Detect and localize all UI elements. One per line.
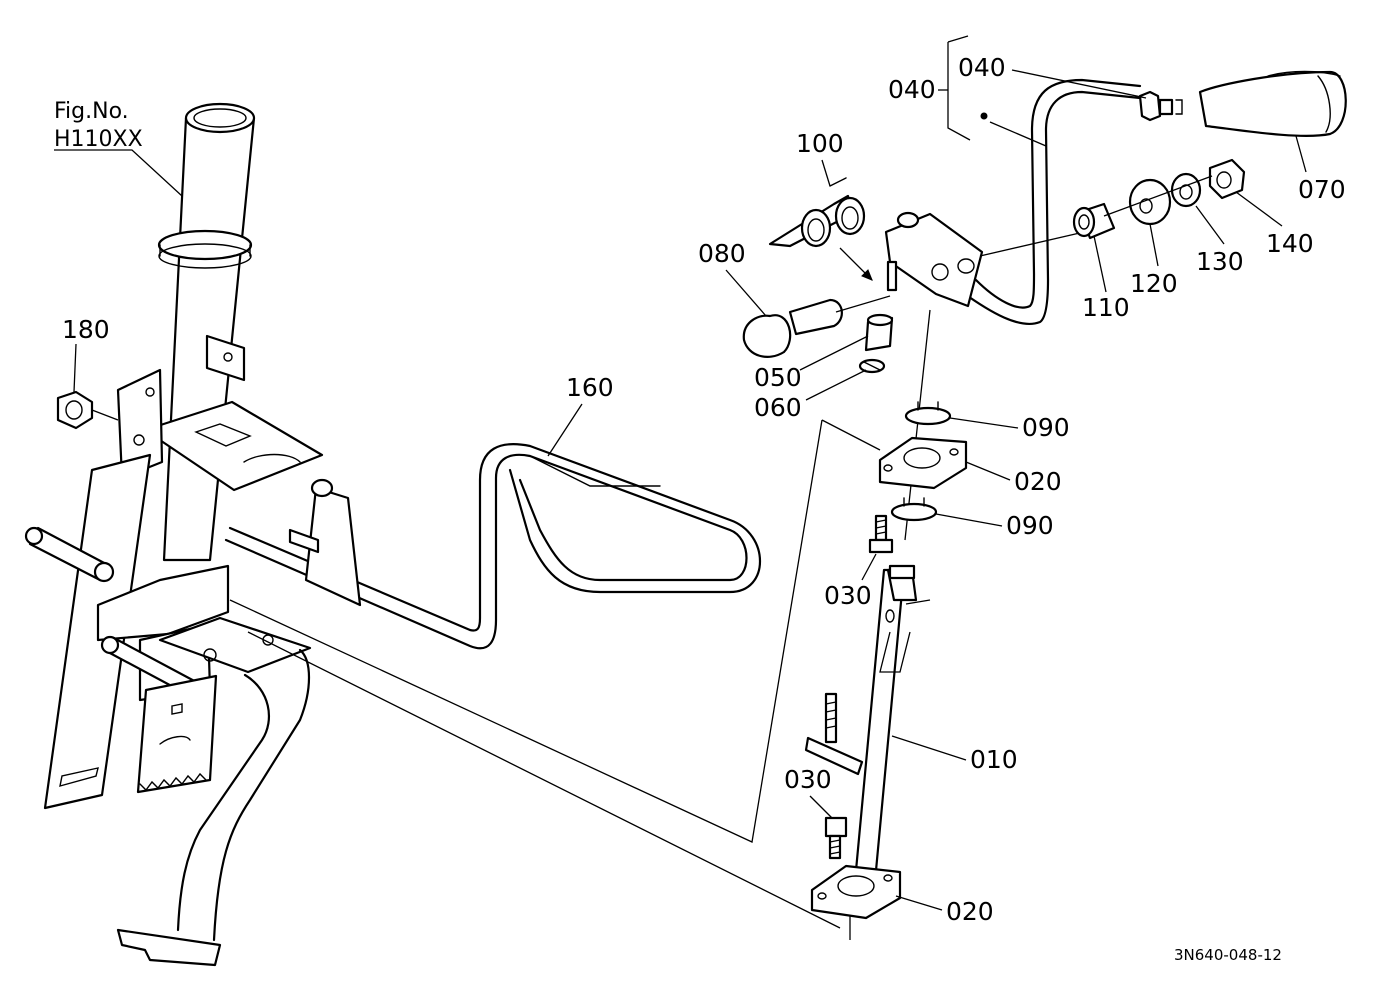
spring-110 [768, 177, 873, 281]
label-040-lower: 090 [1006, 511, 1054, 540]
washer-140 [1170, 172, 1202, 208]
label-140: 130 [1196, 247, 1244, 276]
pin-100 [742, 295, 891, 358]
labels: Fig.No. H110XX 180 160 100 080 050 060 0… [54, 53, 1346, 964]
label-040-upper: 090 [1022, 413, 1070, 442]
bolt-030-lower [824, 816, 848, 860]
nut-060 [1138, 90, 1183, 122]
label-100: 080 [698, 239, 746, 268]
label-090: 070 [1298, 175, 1346, 204]
washer-130 [1128, 178, 1172, 226]
label-120: 110 [1082, 293, 1130, 322]
clip-080 [858, 358, 886, 374]
label-110: 100 [796, 129, 844, 158]
lever-160 [224, 443, 762, 650]
label-060: 040 [958, 53, 1006, 82]
label-030-upper: 030 [824, 581, 872, 610]
bolt-030-upper [868, 514, 894, 554]
clip-040-lower [890, 497, 938, 522]
figure-caption-line1: Fig.No. [54, 99, 129, 124]
label-070: 050 [754, 363, 802, 392]
nut-150 [1208, 158, 1246, 200]
label-150: 140 [1266, 229, 1314, 258]
bearing-flange-020-lower [810, 864, 902, 920]
shaft-010 [804, 309, 931, 940]
bearing-flange-020-upper [878, 436, 968, 490]
shift-lever-050 [884, 35, 1142, 325]
drawing-code: 3N640-048-12 [1174, 946, 1282, 964]
clip-040-upper [904, 401, 952, 426]
knob-090 [1198, 70, 1347, 137]
label-020-upper: 020 [1014, 467, 1062, 496]
label-160: 160 [566, 373, 614, 402]
label-020-lower: 020 [946, 897, 994, 926]
frame-outline [229, 419, 881, 929]
steering-column-assembly [24, 102, 324, 967]
label-010: 010 [970, 745, 1018, 774]
label-180: 180 [62, 315, 110, 344]
label-080: 060 [754, 393, 802, 422]
label-130: 120 [1130, 269, 1178, 298]
label-050: 040 [888, 75, 936, 104]
collar-120 [1072, 202, 1116, 240]
figure-caption-line2: H110XX [54, 127, 143, 152]
collar-070 [864, 313, 894, 352]
label-030-lower: 030 [784, 765, 832, 794]
nut-180 [56, 390, 94, 430]
